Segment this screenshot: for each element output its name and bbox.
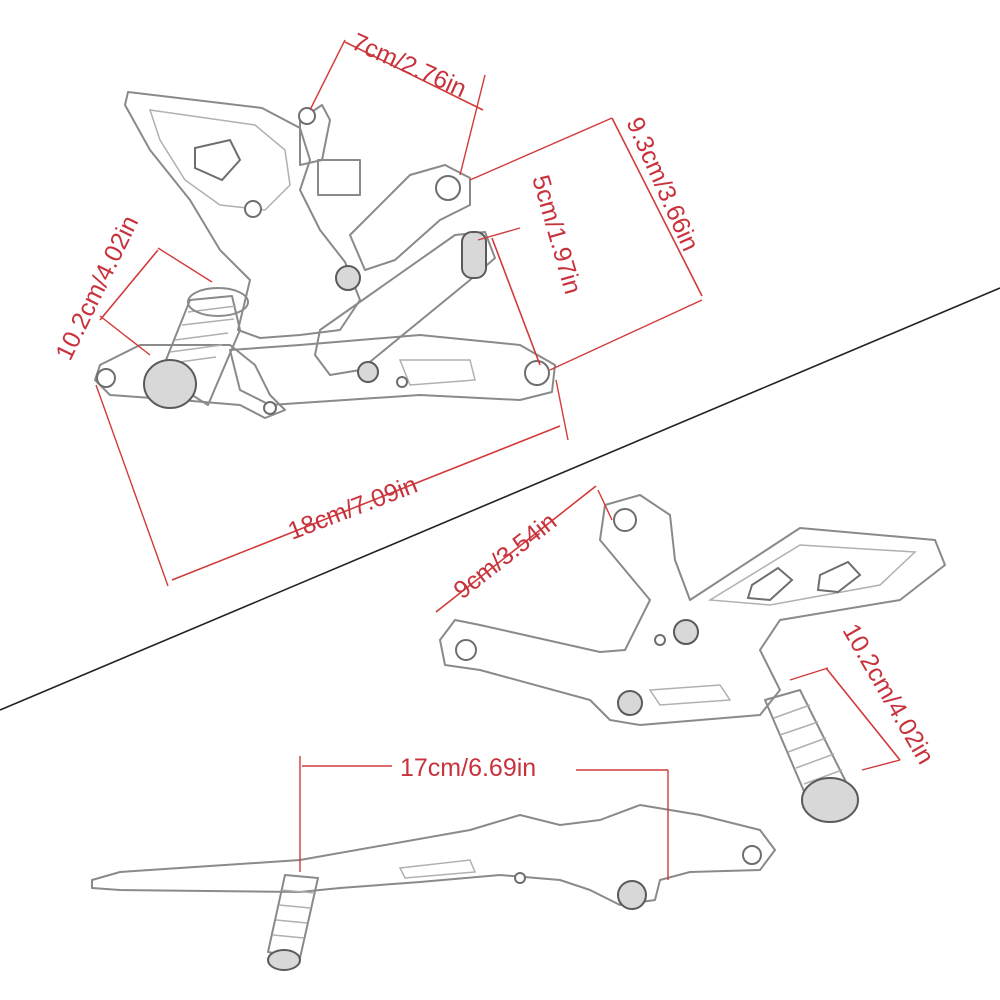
shift-peg-cap <box>267 949 301 971</box>
arm-pin <box>461 231 487 279</box>
label-pivot-offset: 5cm/1.97in <box>526 172 587 297</box>
foot-peg-top <box>143 287 249 409</box>
rear-pivot-hole <box>524 360 550 386</box>
top-hole <box>298 107 316 125</box>
lever-end-hole <box>742 845 762 865</box>
label-lever-length: 17cm/6.69in <box>400 754 536 782</box>
link-slot <box>398 359 476 386</box>
end-plate <box>94 344 286 419</box>
foot-peg-right <box>764 689 859 823</box>
label-peg-height-left: 10.2cm/4.02in <box>50 211 144 364</box>
right-peg-cap <box>801 777 859 823</box>
peg-end-cap <box>143 359 197 409</box>
lever-pivot-bolt <box>617 880 647 910</box>
dimension-top-width: 7cm/2.76in <box>309 28 486 176</box>
bracket-inner-edge <box>148 109 291 211</box>
right-bracket-inner <box>707 544 917 606</box>
top-ear <box>299 104 331 166</box>
lower-link <box>229 334 556 406</box>
center-bolt <box>335 265 361 291</box>
label-right-height: 9.3cm/3.66in <box>621 113 705 255</box>
lever-slot <box>398 859 477 879</box>
right-slot-1 <box>746 566 794 602</box>
spacer-block <box>317 159 361 196</box>
end-small-hole <box>263 401 277 415</box>
lever-small-hole <box>514 872 526 884</box>
dimension-lever-length: 17cm/6.69in <box>299 754 669 880</box>
label-overall-length: 18cm/7.09in <box>284 471 421 546</box>
divider-line <box>0 287 1000 711</box>
right-small-hole <box>654 634 666 646</box>
upper-pivot-hole <box>435 175 461 201</box>
dimension-right-height: 9.3cm/3.66in <box>469 113 705 371</box>
peg-base-ring <box>187 287 249 317</box>
dimension-peg-height-left: 10.2cm/4.02in <box>50 211 213 365</box>
shift-peg-body <box>267 874 319 959</box>
bracket-slot <box>194 138 242 182</box>
right-bolt-1 <box>673 619 699 645</box>
right-slot-3 <box>648 684 732 706</box>
peg-grip-ribs <box>164 305 237 365</box>
label-mount-spacing: 9cm/3.54in <box>448 507 562 604</box>
lever-arm <box>91 804 776 906</box>
right-left-hole <box>455 639 477 661</box>
right-bolt-2 <box>617 690 643 716</box>
shift-lever-bottom <box>91 804 776 971</box>
label-top-width: 7cm/2.76in <box>348 28 471 103</box>
shift-peg-ribs <box>272 889 315 939</box>
right-bracket <box>439 494 946 726</box>
mounting-bracket <box>124 91 361 339</box>
rearset-assembly-right <box>439 494 946 823</box>
rearset-assembly-top <box>94 91 556 419</box>
right-top-hole <box>613 508 637 532</box>
dimension-peg-height-right: 10.2cm/4.02in <box>789 619 940 771</box>
shift-peg-bottom <box>267 874 319 971</box>
dimension-pivot-offset: 5cm/1.97in <box>477 172 587 366</box>
end-hole <box>96 368 116 388</box>
bracket-hole <box>244 200 262 218</box>
upper-link <box>349 164 471 271</box>
link-small-hole <box>396 376 408 388</box>
right-slot-2 <box>816 560 862 594</box>
link-bolt <box>357 361 379 383</box>
right-peg-ribs <box>773 704 843 785</box>
dimension-mount-spacing: 9cm/3.54in <box>435 485 613 613</box>
